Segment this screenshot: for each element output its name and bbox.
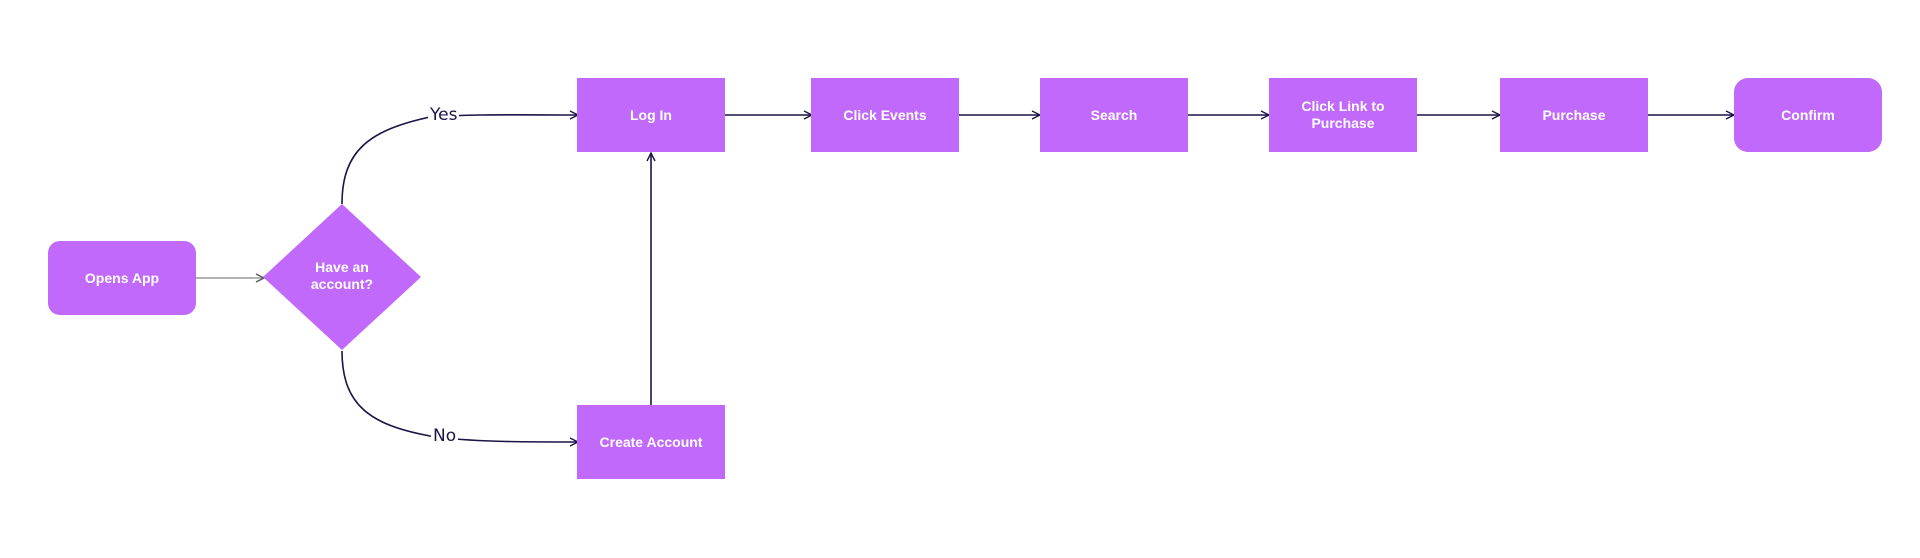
node-click-link-label: Click Link to Purchase — [1301, 98, 1385, 131]
node-confirm[interactable]: Confirm — [1734, 78, 1882, 152]
node-purchase[interactable]: Purchase — [1500, 78, 1648, 152]
node-create-account-label: Create Account — [599, 433, 703, 450]
node-search-label: Search — [1090, 106, 1138, 123]
edge-yes-to-log-in — [341, 115, 578, 205]
node-confirm-label: Confirm — [1781, 106, 1835, 123]
node-opens-app[interactable]: Opens App — [48, 241, 196, 315]
decision-diamond[interactable] — [263, 204, 421, 350]
node-opens-app-label: Opens App — [84, 269, 160, 286]
node-click-link-to-purchase[interactable]: Click Link to Purchase — [1269, 78, 1417, 152]
edge-label-no: No — [431, 426, 459, 446]
node-decision-label: Have an account? — [310, 259, 374, 292]
node-log-in-label: Log In — [630, 106, 672, 123]
node-search[interactable]: Search — [1040, 78, 1188, 152]
node-purchase-label: Purchase — [1542, 106, 1606, 123]
node-click-events[interactable]: Click Events — [811, 78, 959, 152]
node-create-account[interactable]: Create Account — [577, 405, 725, 479]
edge-no-to-create-account — [341, 350, 578, 442]
node-click-events-label: Click Events — [843, 106, 927, 123]
edge-label-yes: Yes — [428, 105, 460, 125]
node-log-in[interactable]: Log In — [577, 78, 725, 152]
